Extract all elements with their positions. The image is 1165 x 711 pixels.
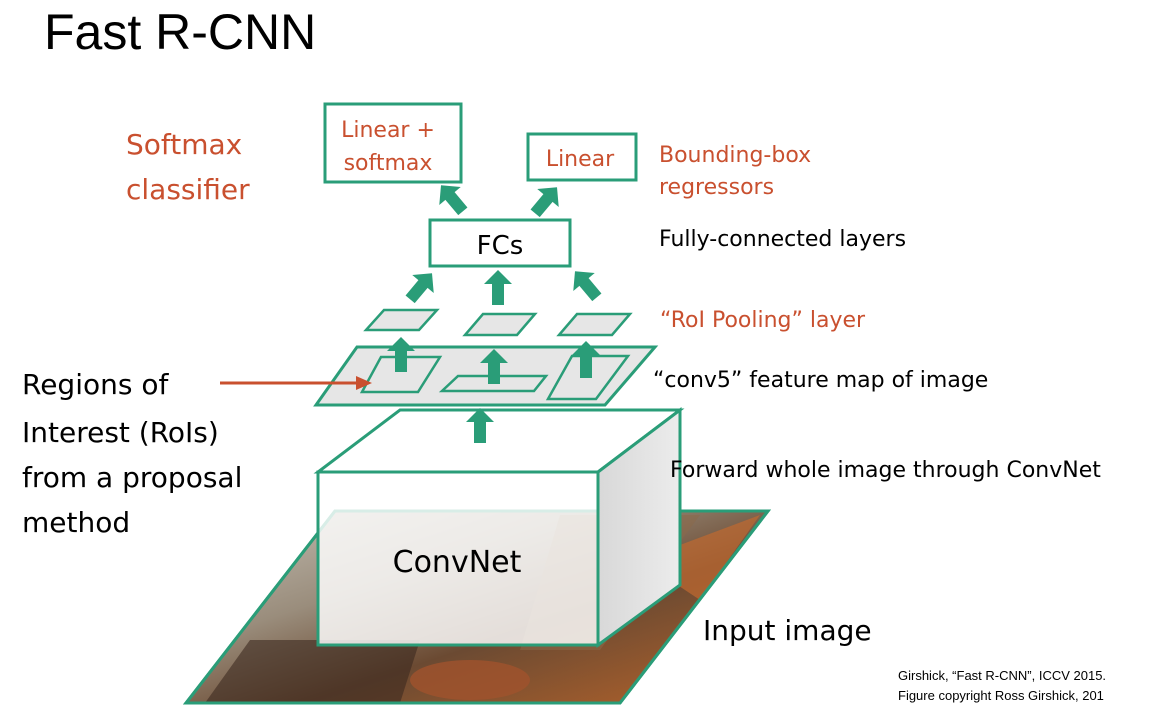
slide-title: Fast R-CNN <box>44 4 317 60</box>
roi-box-left <box>359 355 443 394</box>
regions-label-line1: Regions of <box>22 368 169 401</box>
fully-connected-label: Fully-connected layers <box>659 227 907 252</box>
linear-box: Linear <box>526 132 638 182</box>
convnet-block: ConvNet <box>313 406 685 648</box>
forward-label: Forward whole image through ConvNet <box>670 458 1101 483</box>
conv5-feature-map <box>313 345 659 407</box>
bbox-regressors-label-line2: regressors <box>659 175 775 200</box>
conv5-label: “conv5” feature map of image <box>653 368 989 393</box>
linear-softmax-label-line2: softmax <box>344 151 433 176</box>
linear-softmax-box: Linear + softmax <box>323 102 463 184</box>
regions-label-line3: from a proposal <box>22 461 243 494</box>
input-image-label: Input image <box>703 614 872 647</box>
fcs-box: FCs <box>428 218 572 268</box>
softmax-classifier-label-line2: classifier <box>126 173 250 206</box>
roi-pooling-label: “RoI Pooling” layer <box>660 308 866 333</box>
copyright-line: Figure copyright Ross Girshick, 201 <box>898 688 1104 703</box>
roi-pointer-arrow <box>220 376 372 390</box>
bbox-regressors-label-line1: Bounding-box <box>659 143 812 168</box>
fcs-label: FCs <box>477 231 524 261</box>
citation-line: Girshick, “Fast R-CNN”, ICCV 2015. <box>898 668 1107 683</box>
linear-softmax-label-line1: Linear + <box>341 118 435 143</box>
convnet-label: ConvNet <box>393 545 522 580</box>
regions-label-line2: Interest (RoIs) <box>22 416 219 449</box>
regions-label-line4: method <box>22 506 131 539</box>
linear-label: Linear <box>546 147 615 172</box>
flow-arrows <box>387 185 602 443</box>
softmax-classifier-label-line1: Softmax <box>126 128 243 161</box>
roi-pooled-outputs <box>363 308 633 337</box>
